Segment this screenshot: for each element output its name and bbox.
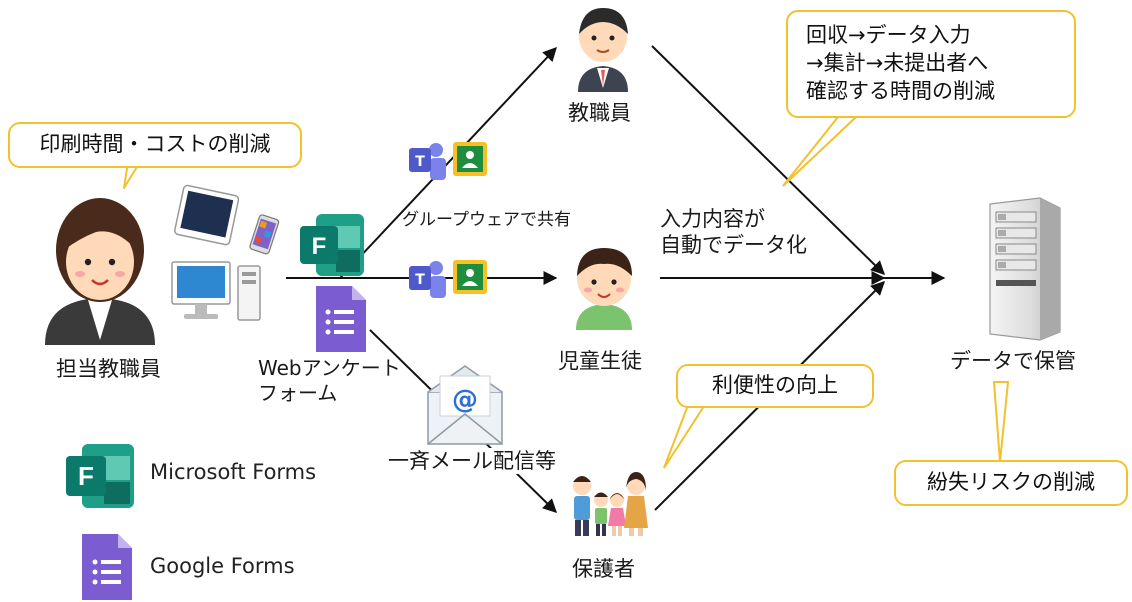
legend-ms-forms-label: Microsoft Forms — [150, 460, 317, 484]
callout-loss-risk: 紛失リスクの削減 — [894, 460, 1128, 506]
staff-label: 教職員 — [568, 101, 631, 125]
arrow-staff-to-data — [651, 45, 885, 275]
staff-illustration — [578, 8, 628, 92]
ms-forms-icon: F — [300, 214, 364, 276]
callout-loss-risk-text: 紛失リスクの削減 — [927, 470, 1095, 495]
legend-google-forms-label: Google Forms — [150, 554, 295, 578]
student-illustration — [576, 248, 632, 330]
svg-text:@: @ — [452, 385, 478, 415]
callout-convenience-text: 利便性の向上 — [712, 373, 838, 398]
arrow-to-staff — [339, 46, 557, 279]
callout-print-cost-text: 印刷時間・コストの削減 — [39, 132, 271, 157]
owner-label: 担当教職員 — [56, 357, 161, 381]
callout-collection-time: 回収→データ入力 →集計→未提出者へ 確認する時間の削減 — [786, 10, 1076, 118]
svg-text:T: T — [415, 272, 425, 288]
auto-data-line2: 自動でデータ化 — [660, 233, 807, 258]
teams-classroom-icons-middle: T — [409, 260, 487, 298]
callout-collection-line3: 確認する時間の削減 — [806, 78, 995, 103]
callout-collection-line1: 回収→データ入力 — [806, 23, 971, 48]
callout-convenience: 利便性の向上 — [676, 364, 874, 408]
google-forms-icon — [316, 286, 366, 352]
server-icon — [989, 197, 1061, 341]
form-label-line2: フォーム — [258, 381, 338, 405]
teams-classroom-icons-top: T — [409, 142, 487, 180]
callout-collection-line2: →集計→未提出者へ — [806, 51, 989, 76]
groupware-label: グループウェアで共有 — [402, 210, 571, 230]
callout-print-cost: 印刷時間・コストの削減 — [8, 122, 302, 168]
svg-text:F: F — [312, 233, 327, 260]
svg-text:F: F — [78, 461, 94, 491]
storage-label: データで保管 — [950, 349, 1076, 373]
auto-data-label: 入力内容が 自動でデータ化 — [660, 206, 807, 259]
guardians-label: 保護者 — [572, 557, 635, 581]
form-label: Webアンケート フォーム — [258, 356, 401, 406]
teacher-illustration — [45, 198, 155, 345]
mail-label: 一斉メール配信等 — [388, 448, 556, 475]
svg-text:T: T — [415, 154, 425, 170]
students-label: 児童生徒 — [558, 349, 642, 373]
guardians-illustration — [573, 472, 648, 536]
form-label-line1: Webアンケート — [258, 356, 401, 380]
legend-google-forms-icon — [82, 534, 132, 600]
mail-envelope-icon: @ — [427, 365, 503, 445]
auto-data-line1: 入力内容が — [660, 207, 765, 231]
devices-illustration — [171, 184, 280, 321]
legend-ms-forms-icon: F — [66, 444, 134, 508]
